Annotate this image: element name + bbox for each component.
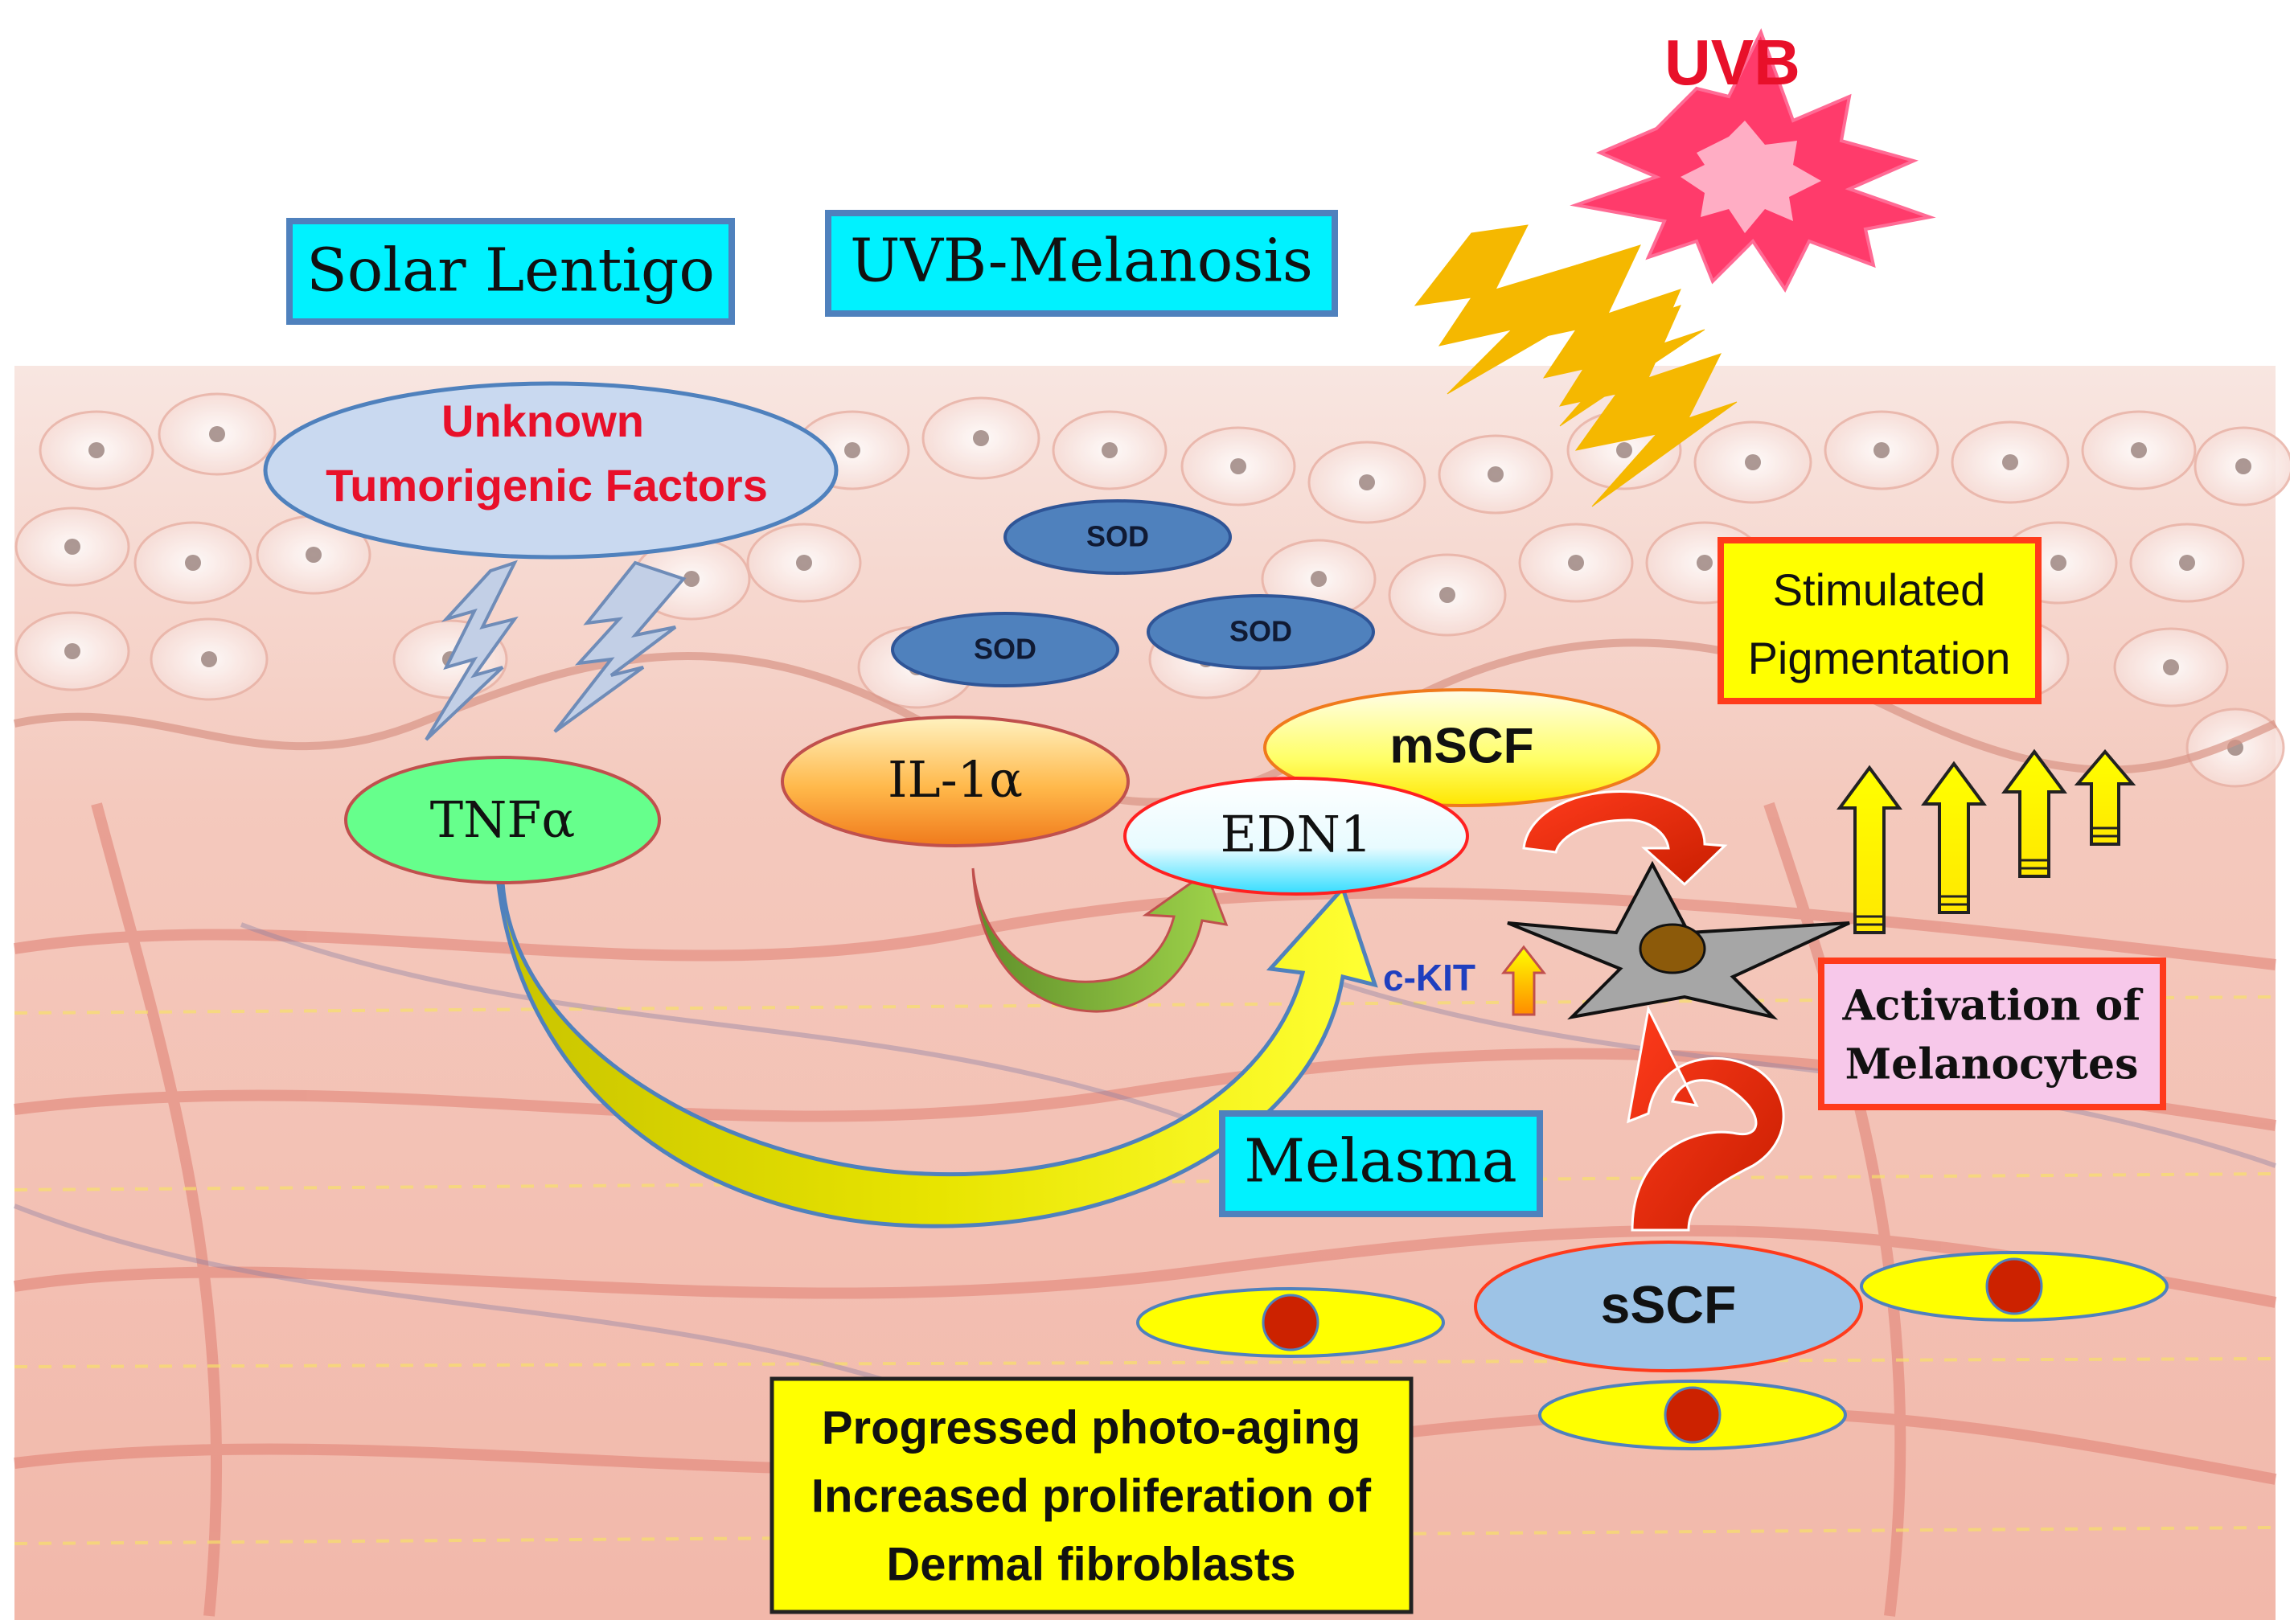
il1a-label: IL-1α [888,750,1023,809]
melanocyte-icon [1507,860,1850,1020]
melasma-box: Melasma [1219,1110,1543,1217]
stimulated-pigmentation-line2: Pigmentation [1748,633,2011,683]
uvb-lightning-icon [1414,224,1738,507]
sod-label-2: SOD [974,633,1036,666]
photoaging-line3: Dermal fibroblasts [886,1538,1295,1590]
unknown-factors-line1: Unknown [441,396,644,446]
ckit-label: c-KIT [1383,957,1475,999]
edn1-ellipse: EDN1 [1123,777,1469,896]
sscf-ellipse: sSCF [1474,1241,1863,1372]
sod-group: SOD SOD SOD [891,499,1375,687]
unknown-factors-line2: Tumorigenic Factors [326,460,768,511]
tnfa-to-edn1-arrow [496,880,1378,1228]
sod-label-1: SOD [1086,520,1149,553]
arrow-tail-stripes [1855,826,2119,926]
photoaging-line2: Increased proliferation of [811,1470,1372,1522]
photoaging-line1: Progressed photo-aging [822,1401,1360,1454]
solar-lentigo-label: Solar Lentigo [306,236,715,305]
stimulated-pigmentation-box: Stimulated Pigmentation [1718,537,2042,704]
activation-melanocytes-line1: Activation of [1841,982,2144,1031]
up-arrow-icon [2074,748,2136,846]
fibroblast-icon [1860,1251,2169,1322]
fibroblast-icon [1538,1380,1847,1450]
up-arrow-icon [2001,748,2067,878]
photoaging-box: Progressed photo-aging Increased prolife… [769,1376,1414,1614]
activation-melanocytes-line2: Melanocytes [1845,1040,2139,1089]
il1a-ellipse: IL-1α [781,716,1130,847]
tnfa-label: TNFα [430,790,576,849]
pigmentation-up-arrows [1837,748,2136,934]
uvb-burst-icon [1570,27,1936,293]
activation-melanocytes-box: Activation of Melanocytes [1818,958,2166,1110]
fibroblast-cells [1136,1251,2169,1450]
tumorigenic-lightning-icon [425,560,687,741]
unknown-factors-ellipse: Unknown Tumorigenic Factors [263,381,839,560]
fibroblast-icon [1136,1287,1445,1358]
uvb-title: UVB [1664,27,1800,98]
mscf-ellipse: mSCF [1263,688,1660,807]
sscf-label: sSCF [1601,1274,1737,1334]
ckit-up-arrow-icon [1500,945,1547,1016]
uvb-melanosis-label: UVB-Melanosis [850,226,1313,295]
mscf-label: mSCF [1389,718,1533,773]
melasma-label: Melasma [1244,1126,1517,1195]
sscf-to-melanocyte-arrow [1627,1005,1785,1232]
edn1-label: EDN1 [1221,805,1373,863]
sod-label-3: SOD [1229,615,1292,648]
up-arrow-icon [1837,765,1902,934]
stimulated-pigmentation-line1: Stimulated [1773,564,1986,615]
mscf-to-melanocyte-arrow [1522,789,1728,887]
uvb-melanosis-box: UVB-Melanosis [825,210,1338,317]
il1a-to-edn1-arrow [971,867,1229,1013]
tnfa-ellipse: TNFα [344,756,661,884]
up-arrow-icon [1921,761,1987,914]
solar-lentigo-box: Solar Lentigo [286,218,735,325]
